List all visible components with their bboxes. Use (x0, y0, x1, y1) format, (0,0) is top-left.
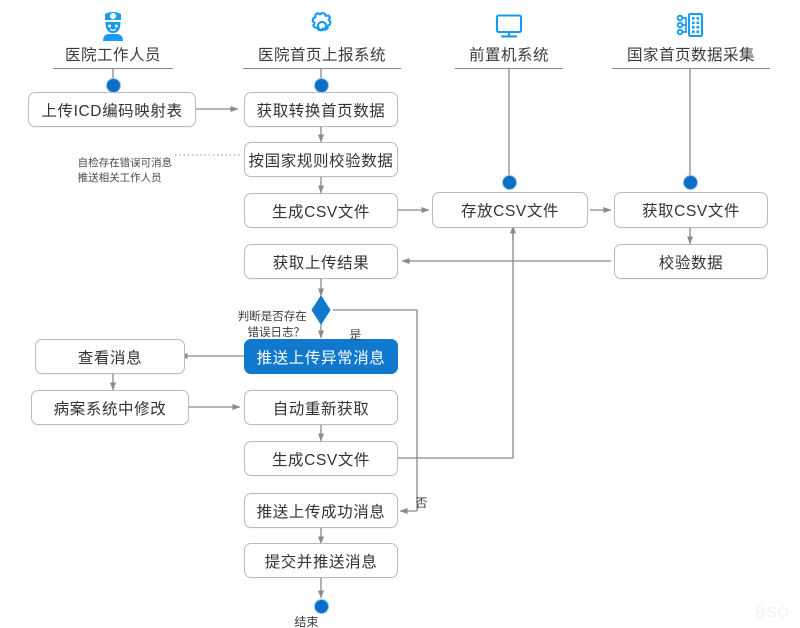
node-generate-csv-1[interactable]: 生成CSV文件 (244, 193, 398, 228)
node-modify-in-record-system[interactable]: 病案系统中修改 (31, 390, 189, 425)
edge-csv2-to-store-path (396, 230, 514, 459)
lane-header-report-system: 医院首页上报系统 (243, 43, 401, 69)
node-label: 获取上传结果 (272, 254, 370, 272)
lane-label: 国家首页数据采集 (626, 47, 755, 64)
node-label: 病案系统中修改 (53, 400, 167, 418)
watermark: BSO (755, 604, 790, 621)
node-validate-by-national-rules[interactable]: 按国家规则校验数据 (244, 142, 398, 177)
end-label-text: 结束 (294, 615, 319, 628)
node-label: 上传ICD编码映射表 (41, 102, 183, 120)
end-label: 结束 (281, 600, 318, 628)
edge-label-text: 是 (349, 328, 362, 342)
end-dot (314, 599, 329, 614)
node-label: 校验数据 (658, 254, 724, 272)
monitor-icon (492, 9, 526, 43)
node-push-upload-success-msg[interactable]: 推送上传成功消息 (244, 493, 398, 528)
node-label: 存放CSV文件 (460, 203, 560, 220)
start-dot-hospital-staff (106, 78, 121, 93)
edge-label-no: 否 (402, 481, 427, 526)
lane-header-hospital-staff: 医院工作人员 (53, 43, 173, 69)
decision-question-line1: 判断是否存在 (225, 293, 307, 341)
node-store-csv[interactable]: 存放CSV文件 (432, 192, 588, 228)
node-label: 推送上传异常消息 (256, 349, 386, 367)
node-label: 自动重新获取 (272, 400, 370, 418)
lane-label: 医院工作人员 (64, 47, 161, 64)
node-auto-refetch[interactable]: 自动重新获取 (244, 390, 398, 425)
annotation-self-check-line1: 自检存在错误可消息 (66, 141, 173, 186)
node-label: 按国家规则校验数据 (248, 152, 394, 170)
start-dot-national-collect (683, 175, 698, 190)
lane-header-front-machine: 前置机系统 (455, 43, 563, 69)
node-submit-and-push-msg[interactable]: 提交并推送消息 (244, 543, 398, 578)
lane-label: 前置机系统 (468, 47, 549, 64)
edge-label-text: 否 (415, 496, 428, 510)
edge-label-yes: 是 (336, 313, 361, 358)
node-generate-csv-2[interactable]: 生成CSV文件 (244, 441, 398, 476)
gear-icon (305, 9, 339, 43)
nurse-icon (96, 8, 130, 42)
node-fetch-upload-result[interactable]: 获取上传结果 (244, 244, 398, 279)
node-label: 生成CSV文件 (271, 451, 371, 469)
node-validate-data[interactable]: 校验数据 (614, 244, 768, 279)
node-fetch-convert-home-data[interactable]: 获取转换首页数据 (244, 92, 398, 127)
node-label: 生成CSV文件 (271, 203, 371, 221)
node-label: 获取CSV文件 (641, 203, 741, 220)
decision-question-text: 判断是否存在 (237, 311, 307, 323)
start-dot-front-machine (502, 175, 517, 190)
server-icon (673, 9, 707, 43)
decision-question-text: 错误日志？ (247, 327, 306, 339)
decision-question-line2: 错误日志？ (225, 309, 306, 357)
node-push-upload-error-msg[interactable]: 推送上传异常消息 (244, 339, 398, 374)
node-label: 获取转换首页数据 (256, 102, 386, 120)
node-label: 提交并推送消息 (264, 553, 378, 571)
lane-header-national-collect: 国家首页数据采集 (612, 43, 770, 69)
node-view-message[interactable]: 查看消息 (35, 339, 185, 374)
annotation-text: 自检存在错误可消息 (77, 157, 173, 169)
annotation-self-check-line2: 推送相关工作人员 (66, 156, 162, 201)
start-dot-report-system (314, 78, 329, 93)
decision-diamond (311, 295, 331, 325)
node-label: 推送上传成功消息 (256, 503, 386, 521)
lane-label: 医院首页上报系统 (257, 47, 386, 64)
annotation-text: 推送相关工作人员 (77, 172, 162, 184)
node-label: 查看消息 (77, 349, 143, 367)
node-upload-icd-map[interactable]: 上传ICD编码映射表 (28, 92, 196, 127)
node-fetch-csv[interactable]: 获取CSV文件 (614, 192, 768, 228)
